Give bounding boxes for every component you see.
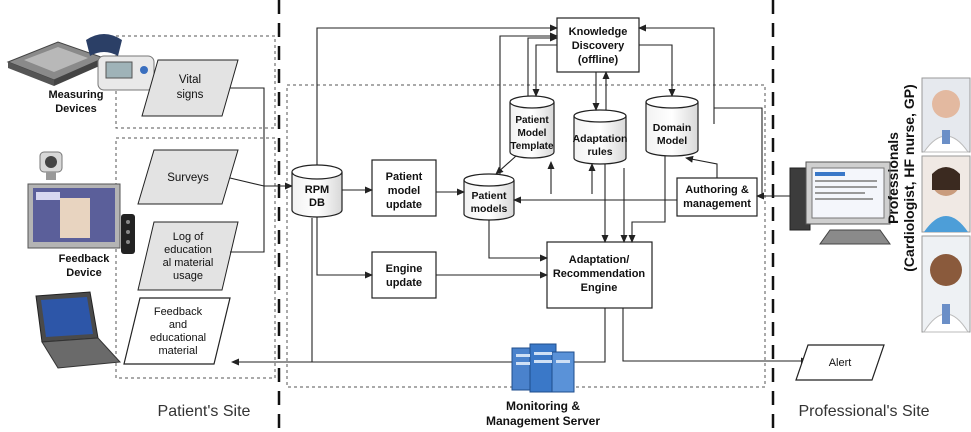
vital-signs-label: Vital bbox=[179, 74, 201, 86]
rpm-db-label: RPM bbox=[305, 184, 329, 196]
professionals-label: Professionals bbox=[885, 132, 901, 224]
nurse-photo bbox=[921, 155, 971, 233]
cardiologist-photo bbox=[921, 77, 971, 153]
kd-label-2: Discovery bbox=[572, 40, 625, 52]
adaptation-rules-label-2: rules bbox=[587, 146, 612, 158]
authoring-management-box bbox=[676, 177, 758, 217]
education-log-input bbox=[137, 221, 239, 291]
patient-model-update-box bbox=[371, 159, 437, 217]
rpm-to-kd-arrow bbox=[316, 24, 558, 165]
server-label-1: Monitoring & bbox=[506, 399, 580, 413]
patient-inputs-group-box bbox=[115, 137, 276, 379]
template-to-kd-arrow bbox=[527, 34, 558, 96]
server-icon bbox=[511, 343, 575, 393]
models-to-kd-arrow bbox=[499, 32, 558, 174]
template-label-3: Template bbox=[510, 141, 554, 152]
engine-label-1: Adaptation/ bbox=[569, 254, 630, 266]
blood-pressure-monitor-icon bbox=[86, 34, 155, 91]
surveys-label: Surveys bbox=[167, 172, 209, 184]
webcam-icon bbox=[39, 151, 63, 180]
template-label-1: Patient bbox=[515, 115, 549, 126]
patient-site-label: Patient's Site bbox=[158, 403, 251, 420]
surveys-input bbox=[137, 149, 239, 205]
adaptation-rules-cylinder bbox=[573, 109, 627, 165]
patient-model-template-cylinder bbox=[509, 95, 555, 159]
vital-signs-input bbox=[141, 59, 239, 117]
authoring-to-domain-arrow bbox=[685, 155, 718, 178]
kd-to-domain-arrow bbox=[639, 44, 676, 97]
rpm-db-cylinder bbox=[291, 164, 343, 218]
engine-to-feedback-arrow bbox=[231, 308, 606, 366]
pmu-label-3: update bbox=[386, 199, 422, 211]
engine-to-alert-arrow bbox=[622, 308, 809, 365]
domain-to-kd-arrow bbox=[638, 24, 715, 124]
knowledge-discovery-box bbox=[556, 17, 640, 73]
feedback-device-label: Feedback bbox=[59, 253, 111, 265]
education-log-label-4: usage bbox=[173, 270, 203, 282]
feedback-material-output bbox=[123, 297, 231, 365]
log-to-db-line bbox=[230, 186, 265, 253]
surveys-to-db-line bbox=[229, 177, 265, 187]
feedback-material-label-2: and bbox=[169, 319, 187, 331]
vital-signs-label-2: signs bbox=[177, 89, 204, 101]
kd-label-3: (offline) bbox=[578, 54, 619, 66]
patient-models-cylinder bbox=[463, 173, 515, 221]
feedback-material-label-4: material bbox=[158, 345, 197, 357]
server-label-2: Management Server bbox=[486, 414, 600, 428]
measuring-devices-label: Measuring bbox=[48, 89, 103, 101]
domain-model-label-2: Model bbox=[657, 135, 687, 147]
feedback-device-label-2: Device bbox=[66, 267, 101, 279]
domain-model-cylinder bbox=[645, 95, 699, 157]
alert-output bbox=[795, 344, 885, 381]
professional-site-label: Professional's Site bbox=[798, 403, 929, 420]
engine-label-2: Recommendation bbox=[553, 268, 646, 280]
template-to-models-arrow bbox=[495, 155, 517, 175]
patient-models-label-1: Patient bbox=[471, 190, 507, 202]
pmu-label-2: model bbox=[388, 185, 420, 197]
patient-models-label-2: models bbox=[471, 203, 508, 215]
engine-update-label-2: update bbox=[386, 277, 422, 289]
education-log-label-3: al material bbox=[163, 257, 214, 269]
rpm-to-engine-update-arrow bbox=[316, 217, 373, 279]
adaptation-rules-label-1: Adaptation bbox=[573, 133, 628, 145]
pmu-label-1: Patient bbox=[386, 171, 423, 183]
education-log-label-2: education bbox=[164, 244, 212, 256]
desktop-computer-icon bbox=[789, 161, 891, 245]
alert-label: Alert bbox=[829, 357, 852, 369]
education-log-label-1: Log of bbox=[173, 231, 205, 243]
tv-screen-icon bbox=[27, 183, 121, 249]
kd-to-template-arrow bbox=[532, 44, 557, 97]
engine-label-3: Engine bbox=[581, 282, 618, 294]
rpm-db-label-2: DB bbox=[309, 197, 325, 209]
gp-photo bbox=[921, 235, 971, 333]
feedback-material-label-3: educational bbox=[150, 332, 206, 344]
feedback-material-label-1: Feedback bbox=[154, 306, 203, 318]
engine-update-box bbox=[371, 251, 437, 299]
template-label-2: Model bbox=[518, 128, 547, 139]
vital-to-db-line bbox=[230, 87, 265, 186]
models-to-engine-arrow bbox=[488, 220, 548, 262]
kd-label-1: Knowledge bbox=[569, 26, 628, 38]
domain-to-engine-arrow-2 bbox=[628, 156, 666, 243]
remote-control-icon bbox=[121, 214, 135, 254]
measuring-devices-label-2: Devices bbox=[55, 103, 97, 115]
professionals-roles-label: (Cardiologist, HF nurse, GP) bbox=[901, 84, 917, 271]
authoring-label-2: management bbox=[683, 198, 751, 210]
laptop-icon bbox=[35, 291, 122, 369]
authoring-label-1: Authoring & bbox=[685, 184, 749, 196]
domain-model-label-1: Domain bbox=[653, 122, 692, 134]
engine-update-label-1: Engine bbox=[386, 263, 423, 275]
